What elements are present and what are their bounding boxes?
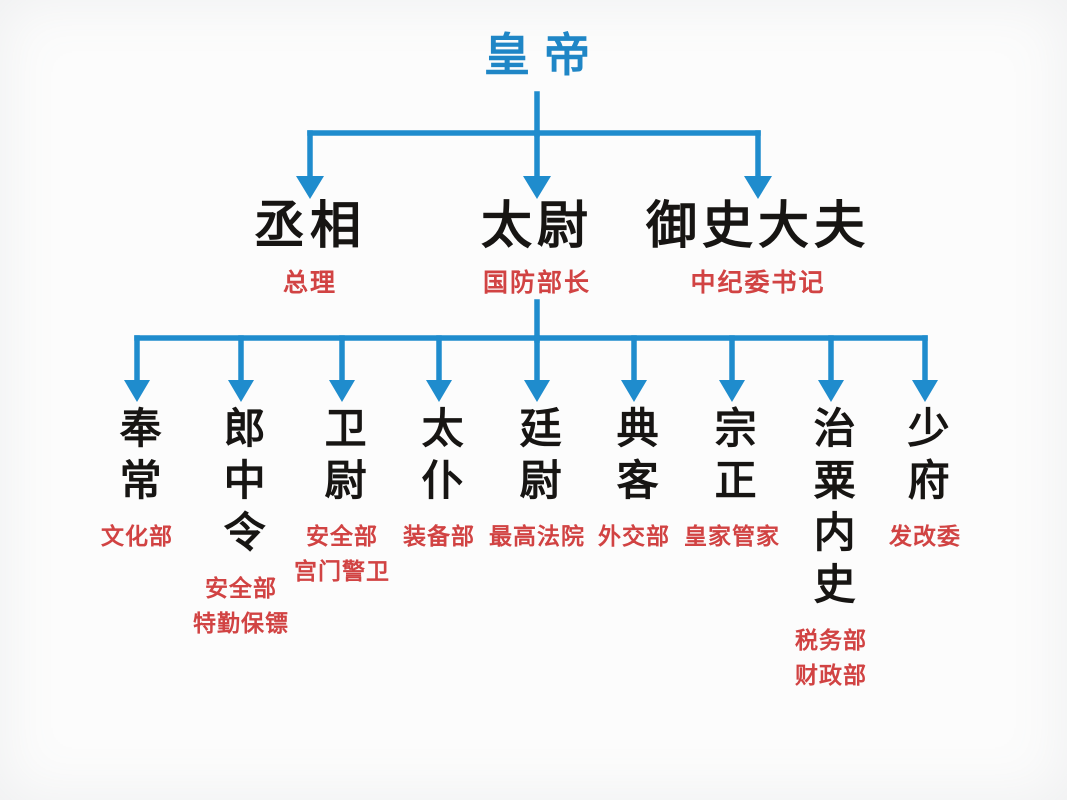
node-annotation: 安全部 宫门警卫	[294, 524, 390, 585]
node-zhisuneishi: 治粟内史 税务部 财政部	[761, 406, 901, 693]
node-annotation: 中纪委书记	[690, 268, 826, 298]
node-title: 太仆	[415, 406, 465, 510]
node-fengchang: 奉常 文化部	[67, 406, 207, 555]
emperor-title: 皇帝	[484, 28, 604, 82]
node-annotation: 最高法院	[489, 524, 585, 550]
node-title: 奉常	[113, 406, 163, 510]
node-title: 典客	[610, 406, 660, 510]
node-shaofu: 少府 发改委	[855, 406, 995, 555]
node-dianke: 典客 外交部	[564, 406, 704, 555]
node-taipu: 太仆 装备部	[369, 406, 509, 555]
node-title: 御史大夫	[645, 197, 870, 256]
node-annotation: 税务部 财政部	[795, 628, 867, 689]
node-title: 卫尉	[318, 406, 368, 510]
node-langzhongling: 郎中令 安全部 特勤保镖	[171, 406, 311, 641]
node-chancellor: 丞相 总理	[170, 196, 450, 299]
node-annotation: 装备部	[403, 524, 475, 550]
node-annotation: 文化部	[101, 524, 173, 550]
node-title: 丞相	[253, 197, 366, 256]
node-grand-commandant: 太尉 国防部长	[397, 196, 677, 299]
node-title: 郎中令	[217, 406, 267, 562]
node-annotation: 皇家管家	[684, 524, 780, 550]
node-emperor: 皇帝	[387, 28, 687, 83]
node-tingwei: 廷尉 最高法院	[467, 406, 607, 555]
node-annotation: 国防部长	[482, 268, 591, 298]
node-annotation: 发改委	[889, 524, 961, 550]
node-annotation: 外交部	[598, 524, 670, 550]
node-annotation: 总理	[282, 268, 337, 298]
node-zongzheng: 宗正 皇家管家	[662, 406, 802, 555]
node-title: 治粟内史	[807, 406, 857, 614]
node-title: 太尉	[480, 197, 593, 256]
node-title: 廷尉	[513, 406, 563, 510]
node-title: 宗正	[708, 406, 758, 510]
node-weiwei: 卫尉 安全部 宫门警卫	[272, 406, 412, 589]
node-annotation: 安全部 特勤保镖	[193, 576, 289, 637]
node-title: 少府	[901, 406, 951, 510]
node-imperial-censor: 御史大夫 中纪委书记	[618, 196, 898, 299]
